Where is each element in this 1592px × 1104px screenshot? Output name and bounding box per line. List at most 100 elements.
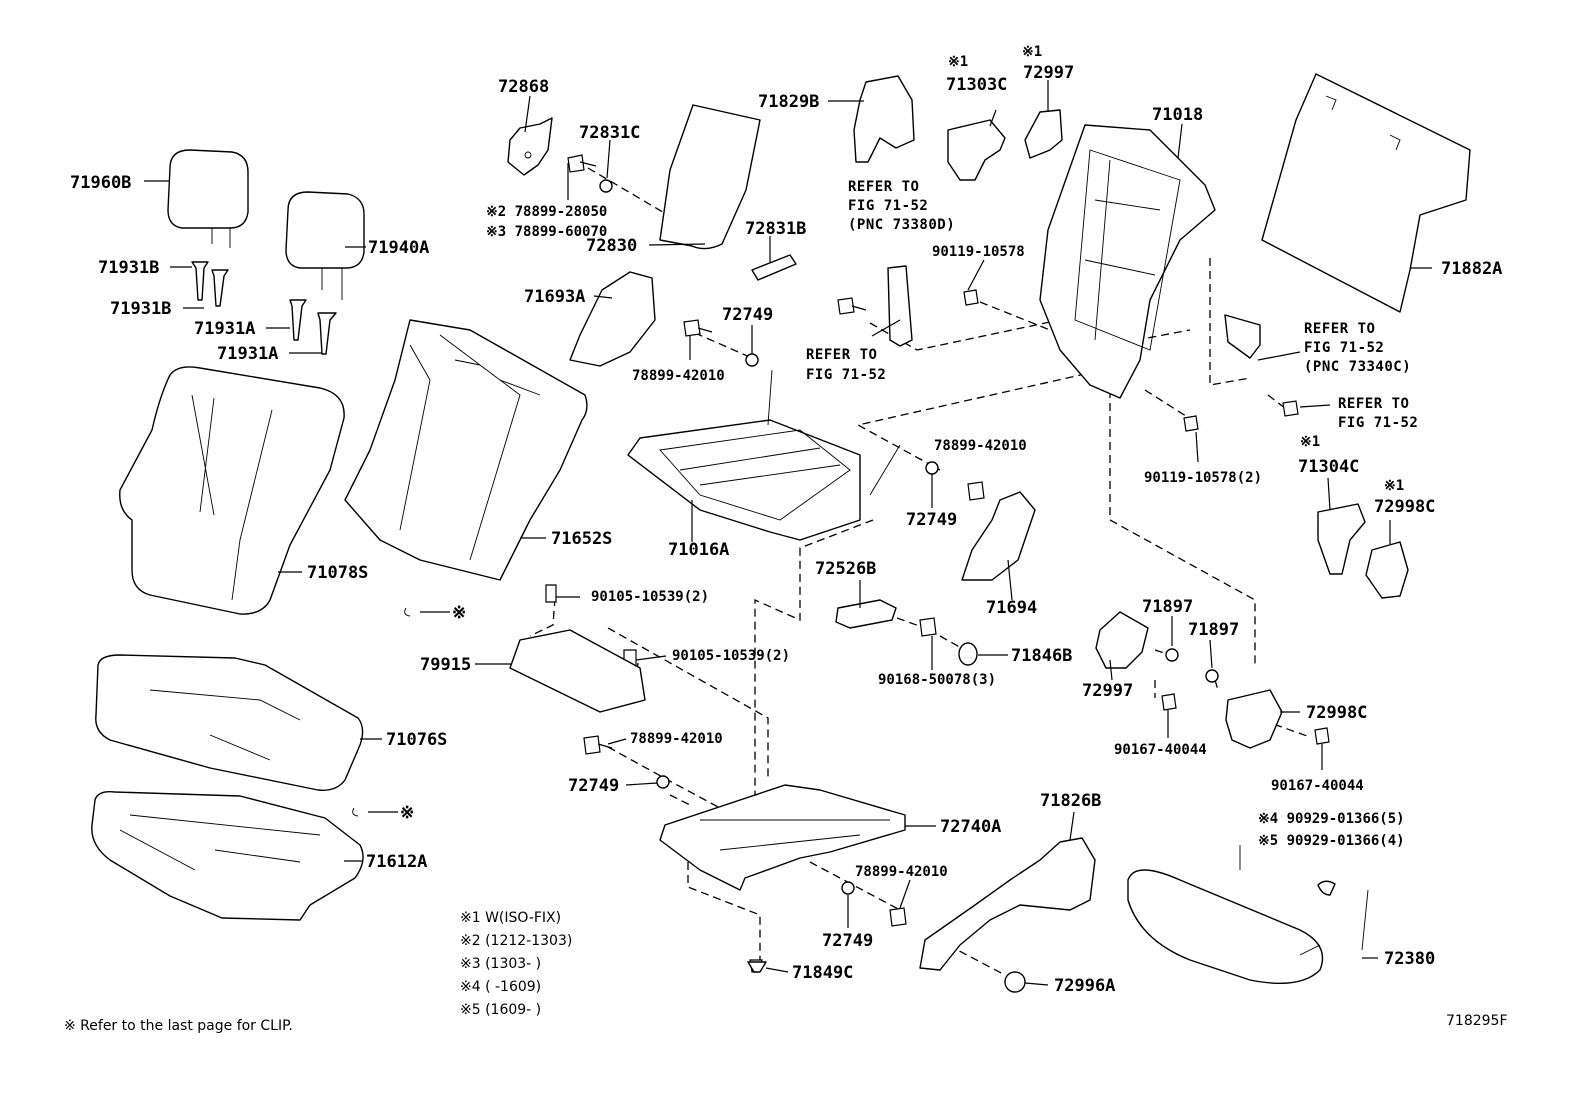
label-71897-first: 71897 <box>1142 597 1193 617</box>
refer-note-73380d-line-2: FIG 71-52 <box>848 198 928 214</box>
cover-72997-top-shape <box>1024 109 1063 159</box>
label-72749-lower: 72749 <box>568 776 619 796</box>
bolt-shapes <box>545 154 1330 973</box>
label-71931b-first: 71931B <box>98 258 159 278</box>
cap-71846b-shape <box>958 642 978 666</box>
label-78899-60070: ※3 78899-60070 <box>486 224 607 240</box>
frame-71016a-shape <box>627 369 901 541</box>
headrest-71940a-shape <box>285 191 365 300</box>
cover-72998c-upper-shape <box>1365 541 1409 599</box>
label-71849c: 71849C <box>792 963 853 983</box>
legend-line-3: ※3 (1303- ) <box>460 956 541 972</box>
refer-to-notes: REFER TO FIG 71-52 (PNC 73380D) REFER TO… <box>806 179 1418 431</box>
label-71304c: 71304C <box>1298 457 1359 477</box>
label-71303c-mark: ※1 <box>948 54 968 70</box>
label-79915: 79915 <box>420 655 471 675</box>
bracket-79915-shape <box>509 629 646 713</box>
label-71826b: 71826B <box>1040 791 1101 811</box>
label-72997-mark: ※1 <box>1022 44 1042 60</box>
label-78899-28050: ※2 78899-28050 <box>486 204 607 220</box>
label-90167-40044-first: 90167-40044 <box>1114 742 1207 758</box>
refer-note-fig-right: REFER TO FIG 71-52 <box>1338 396 1418 431</box>
clip-reference-mark-2: ※ <box>400 803 414 823</box>
washer-72831c-shape <box>599 179 613 193</box>
bracket-71304c-shape <box>1317 503 1366 575</box>
part-number-labels: 72868 72831C ※2 78899-28050 ※3 78899-600… <box>70 44 1502 996</box>
label-90119-10578-lower: 90119-10578(2) <box>1144 470 1262 486</box>
label-71018: 71018 <box>1152 105 1203 125</box>
label-71016a: 71016A <box>668 540 729 560</box>
label-72749-upper: 72749 <box>722 305 773 325</box>
clip-reference-mark-1: ※ <box>452 603 466 623</box>
label-72868: 72868 <box>498 77 549 97</box>
label-72998c-mark: ※1 <box>1384 478 1404 494</box>
cap-71897-a-shape <box>1165 648 1179 662</box>
clip-71849c-shape <box>747 961 767 973</box>
cap-72996a-shape <box>1004 971 1026 993</box>
label-71078s: 71078S <box>307 563 368 583</box>
bracket-71303c-shape <box>947 119 1006 181</box>
cap-71897-b-shape <box>1205 669 1219 683</box>
label-78899-42010-mid: 78899-42010 <box>934 438 1027 454</box>
lever-72526b-shape <box>835 599 897 629</box>
label-71652s: 71652S <box>551 529 612 549</box>
label-71076s: 71076S <box>386 730 447 750</box>
label-90929-01366-first: ※4 90929-01366(5) <box>1258 811 1405 827</box>
refer-note-fig-left: REFER TO FIG 71-52 <box>806 347 886 383</box>
pin-72831b-shape <box>751 254 797 281</box>
label-78899-42010-upper: 78899-42010 <box>632 368 725 384</box>
label-71829b: 71829B <box>758 92 819 112</box>
label-72749-mid: 72749 <box>906 510 957 530</box>
label-78899-42010-bottom: 78899-42010 <box>855 864 948 880</box>
cable-72380-shape <box>1127 845 1369 985</box>
cover-71826b-shape <box>919 837 1096 971</box>
label-71931a-second: 71931A <box>217 344 278 364</box>
refer-note-fig-left-line-1: REFER TO <box>806 347 877 363</box>
label-72998c-lower: 72998C <box>1306 703 1367 723</box>
refer-note-73340c-line-1: REFER TO <box>1304 321 1375 337</box>
legend-line-5: ※5 (1609- ) <box>460 1002 541 1018</box>
rail-72740a-shape <box>659 784 906 891</box>
refer-note-73340c-line-3: (PNC 73340C) <box>1304 359 1411 375</box>
refer-note-fig-right-line-2: FIG 71-52 <box>1338 415 1418 431</box>
cover-71829b-shape <box>853 75 915 163</box>
label-90105-10539-upper: 90105-10539(2) <box>591 589 709 605</box>
legend-line-1: ※1 W(ISO-FIX) <box>460 910 561 926</box>
label-71940a: 71940A <box>368 238 429 258</box>
label-71846b: 71846B <box>1011 646 1072 666</box>
label-72831c: 72831C <box>579 123 640 143</box>
clip-90929-shape <box>1317 880 1336 896</box>
label-72749-bottom: 72749 <box>822 931 873 951</box>
label-90119-10578-upper: 90119-10578 <box>932 244 1025 260</box>
refer-note-fig-left-line-2: FIG 71-52 <box>806 367 886 383</box>
clip-hook-1-shape <box>404 607 411 617</box>
label-78899-42010-lower: 78899-42010 <box>630 731 723 747</box>
label-72380: 72380 <box>1384 949 1435 969</box>
cover-72998c-lower-shape <box>1225 689 1283 749</box>
refer-note-73380d-line-1: REFER TO <box>848 179 919 195</box>
belt-buckle-shape <box>887 265 913 347</box>
legend-line-2: ※2 (1212-1303) <box>460 933 572 949</box>
legend-notes: ※1 W(ISO-FIX) ※2 (1212-1303) ※3 (1303- )… <box>460 910 572 1018</box>
seatback-pad-71652s-shape <box>344 319 588 581</box>
label-72526b: 72526B <box>815 559 876 579</box>
label-72997-lower: 72997 <box>1082 681 1133 701</box>
label-71931b-second: 71931B <box>110 299 171 319</box>
label-90929-01366-second: ※5 90929-01366(4) <box>1258 833 1405 849</box>
label-90105-10539-lower: 90105-10539(2) <box>672 648 790 664</box>
refer-note-73380d: REFER TO FIG 71-52 (PNC 73380D) <box>848 179 955 233</box>
refer-note-fig-right-line-1: REFER TO <box>1338 396 1409 412</box>
label-72996a: 72996A <box>1054 976 1115 996</box>
label-90168-50078: 90168-50078(3) <box>878 672 996 688</box>
cover-71694-shape <box>961 491 1036 581</box>
seatback-cover-71078s-shape <box>119 366 345 615</box>
refer-note-73340c-line-2: FIG 71-52 <box>1304 340 1384 356</box>
label-71303c: 71303C <box>946 75 1007 95</box>
refer-note-73340c: REFER TO FIG 71-52 (PNC 73340C) <box>1304 321 1411 375</box>
anchor-73340c-shape <box>1224 314 1261 359</box>
board-71882a-shape <box>1261 73 1471 313</box>
label-71960b: 71960B <box>70 173 131 193</box>
label-71612a: 71612A <box>366 852 427 872</box>
